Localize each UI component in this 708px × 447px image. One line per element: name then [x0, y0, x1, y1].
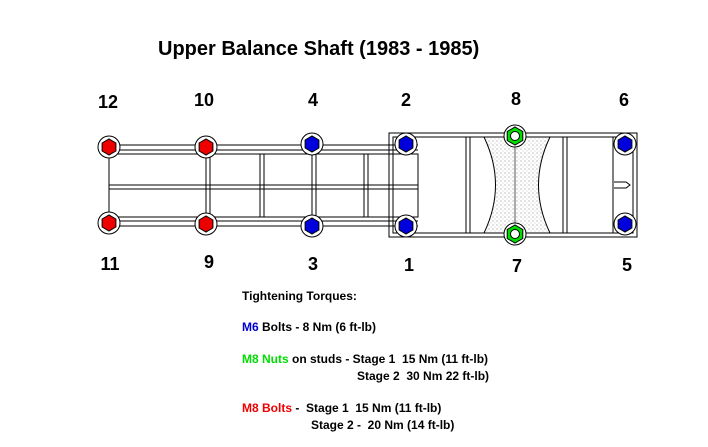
- bolt-number-4: 4: [307, 90, 318, 110]
- bolt-number-11: 11: [100, 254, 120, 274]
- bolt-8-m8-nut: [503, 124, 527, 148]
- bearing-block: [483, 136, 551, 234]
- bolt-2-m6: [394, 132, 418, 156]
- legend-m8-nuts-text: on studs - Stage 1 15 Nm (11 ft-lb): [288, 352, 489, 366]
- bolt-number-2: 2: [400, 90, 411, 110]
- bolt-number-12: 12: [97, 92, 119, 112]
- bolt-number-3: 3: [307, 254, 318, 274]
- bolt-10-m8-bolt: [194, 135, 218, 159]
- bolt-number-6: 6: [618, 90, 629, 110]
- legend-m8-nuts-code: M8 Nuts: [242, 352, 289, 366]
- legend-m6-code: M6: [242, 320, 259, 334]
- legend-m8-bolts-text: - Stage 1 15 Nm (11 ft-lb): [292, 401, 442, 415]
- page-title: Upper Balance Shaft (1983 - 1985): [158, 38, 480, 60]
- legend-m6-text: Bolts - 8 Nm (6 ft-lb): [258, 320, 376, 334]
- bolt-number-1: 1: [403, 255, 414, 275]
- bolt-number-10: 10: [193, 90, 215, 110]
- bolt-4-m6: [300, 132, 324, 156]
- left-shaft-section: [108, 144, 419, 227]
- legend-m8-nuts-row: M8 Nuts on studs - Stage 1 15 Nm (11 ft-…: [242, 352, 488, 366]
- bolt-11-m8-bolt: [97, 211, 121, 235]
- legend-m8-nuts-stage2: Stage 2 30 Nm 22 ft-lb): [357, 369, 490, 383]
- bolt-9-m8-bolt: [194, 212, 218, 236]
- bolt-number-8: 8: [510, 89, 521, 109]
- bolt-number-5: 5: [621, 255, 632, 275]
- legend-heading: Tightening Torques:: [242, 289, 357, 303]
- bolt-7-m8-nut: [503, 222, 527, 246]
- bolt-number-7: 7: [511, 256, 522, 276]
- bolt-1-m6: [394, 214, 418, 238]
- legend-m8-bolts-row: M8 Bolts - Stage 1 15 Nm (11 ft-lb): [242, 401, 441, 415]
- bolt-5-m6: [613, 212, 637, 236]
- bolt-number-9: 9: [203, 252, 214, 272]
- legend-m6-row: M6 Bolts - 8 Nm (6 ft-lb): [242, 320, 376, 334]
- bolt-12-m8-bolt: [97, 135, 121, 159]
- legend-m8-bolts-code: M8 Bolts: [242, 401, 293, 415]
- bolt-3-m6: [300, 214, 324, 238]
- bolt-6-m6: [613, 132, 637, 156]
- legend-m8-bolts-stage2: Stage 2 - 20 Nm (14 ft-lb): [311, 418, 455, 432]
- bolt-layer: [97, 124, 637, 246]
